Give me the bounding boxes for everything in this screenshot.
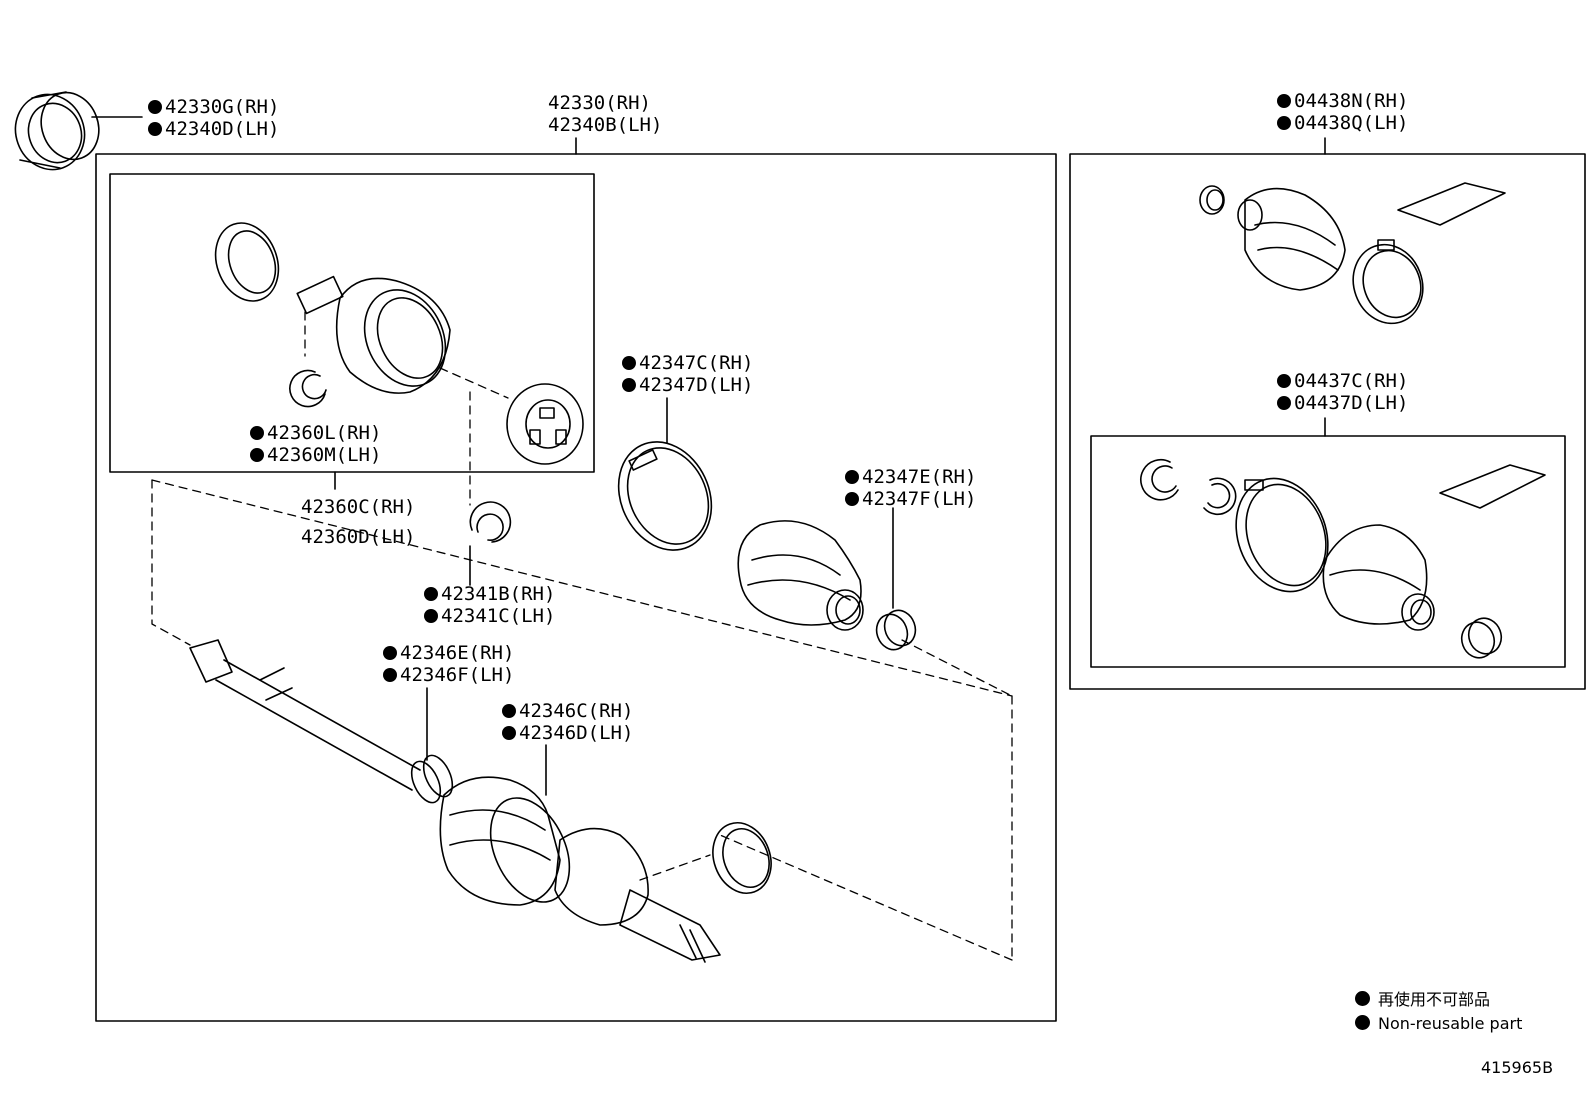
boot-inner-part	[737, 520, 864, 631]
label-shaft-assy: 42330(RH) 42340B(LH)	[548, 92, 663, 136]
label-boot-kit-outer: 04438N(RH) 04438Q(LH)	[1277, 90, 1408, 134]
non-reusable-dot-icon	[622, 356, 636, 370]
non-reusable-dot-icon	[1277, 94, 1291, 108]
non-reusable-dot-icon	[502, 726, 516, 740]
non-reusable-dot-icon	[148, 100, 162, 114]
non-reusable-dot-icon	[845, 470, 859, 484]
label-band-inner: 42346C(RH) 42346D(LH)	[502, 700, 633, 744]
label-band-small: 42347E(RH) 42347F(LH)	[845, 466, 976, 510]
non-reusable-dot-icon	[502, 704, 516, 718]
non-reusable-dot-icon	[383, 668, 397, 682]
non-reusable-dot-icon	[424, 609, 438, 623]
label-snap-ring: 42341B(RH) 42341C(LH)	[424, 583, 555, 627]
label-outer-joint-assy: 42360C(RH) 42360D(LH)	[301, 496, 416, 548]
leader-lines	[91, 116, 1326, 796]
non-reusable-dot-icon	[424, 587, 438, 601]
band-small-part	[875, 609, 917, 651]
legend-dot-icon	[1355, 1015, 1370, 1030]
label-band-shaft: 42346E(RH) 42346F(LH)	[383, 642, 514, 686]
frame-outer-joint	[109, 173, 595, 473]
non-reusable-dot-icon	[148, 122, 162, 136]
non-reusable-dot-icon	[845, 492, 859, 506]
boot-kit-outer-parts	[1199, 182, 1506, 325]
inner-joint-assy-part	[439, 776, 721, 963]
label-band-large: 42347C(RH) 42347D(LH)	[622, 352, 753, 396]
non-reusable-dot-icon	[250, 426, 264, 440]
non-reusable-dot-icon	[622, 378, 636, 392]
outer-joint-parts	[214, 222, 584, 465]
non-reusable-dot-icon	[250, 448, 264, 462]
non-reusable-dot-icon	[383, 646, 397, 660]
frame-boot-kit-outer	[1069, 153, 1586, 690]
label-outer-ring: 42330G(RH) 42340D(LH)	[148, 96, 279, 140]
legend-dot-icon	[1355, 991, 1370, 1006]
boot-kit-inner-parts	[1140, 459, 1546, 659]
non-reusable-dot-icon	[1277, 396, 1291, 410]
legend: 再使用不可部品 Non-reusable part	[1355, 988, 1522, 1036]
frame-boot-kit-inner	[1090, 435, 1566, 668]
figure-id: 415965B	[1481, 1058, 1554, 1077]
drive-shaft-part	[189, 639, 454, 804]
non-reusable-dot-icon	[1277, 116, 1291, 130]
snap-ring-part	[469, 501, 512, 543]
non-reusable-dot-icon	[1277, 374, 1291, 388]
ring-outer-part	[14, 91, 100, 171]
label-boot-kit-inner: 04437C(RH) 04437D(LH)	[1277, 370, 1408, 414]
label-clip-outer-joint: 42360L(RH) 42360M(LH)	[250, 422, 381, 466]
dashed-guides	[151, 311, 1013, 961]
ring-inner-part	[712, 822, 772, 894]
band-large-part	[617, 441, 713, 551]
